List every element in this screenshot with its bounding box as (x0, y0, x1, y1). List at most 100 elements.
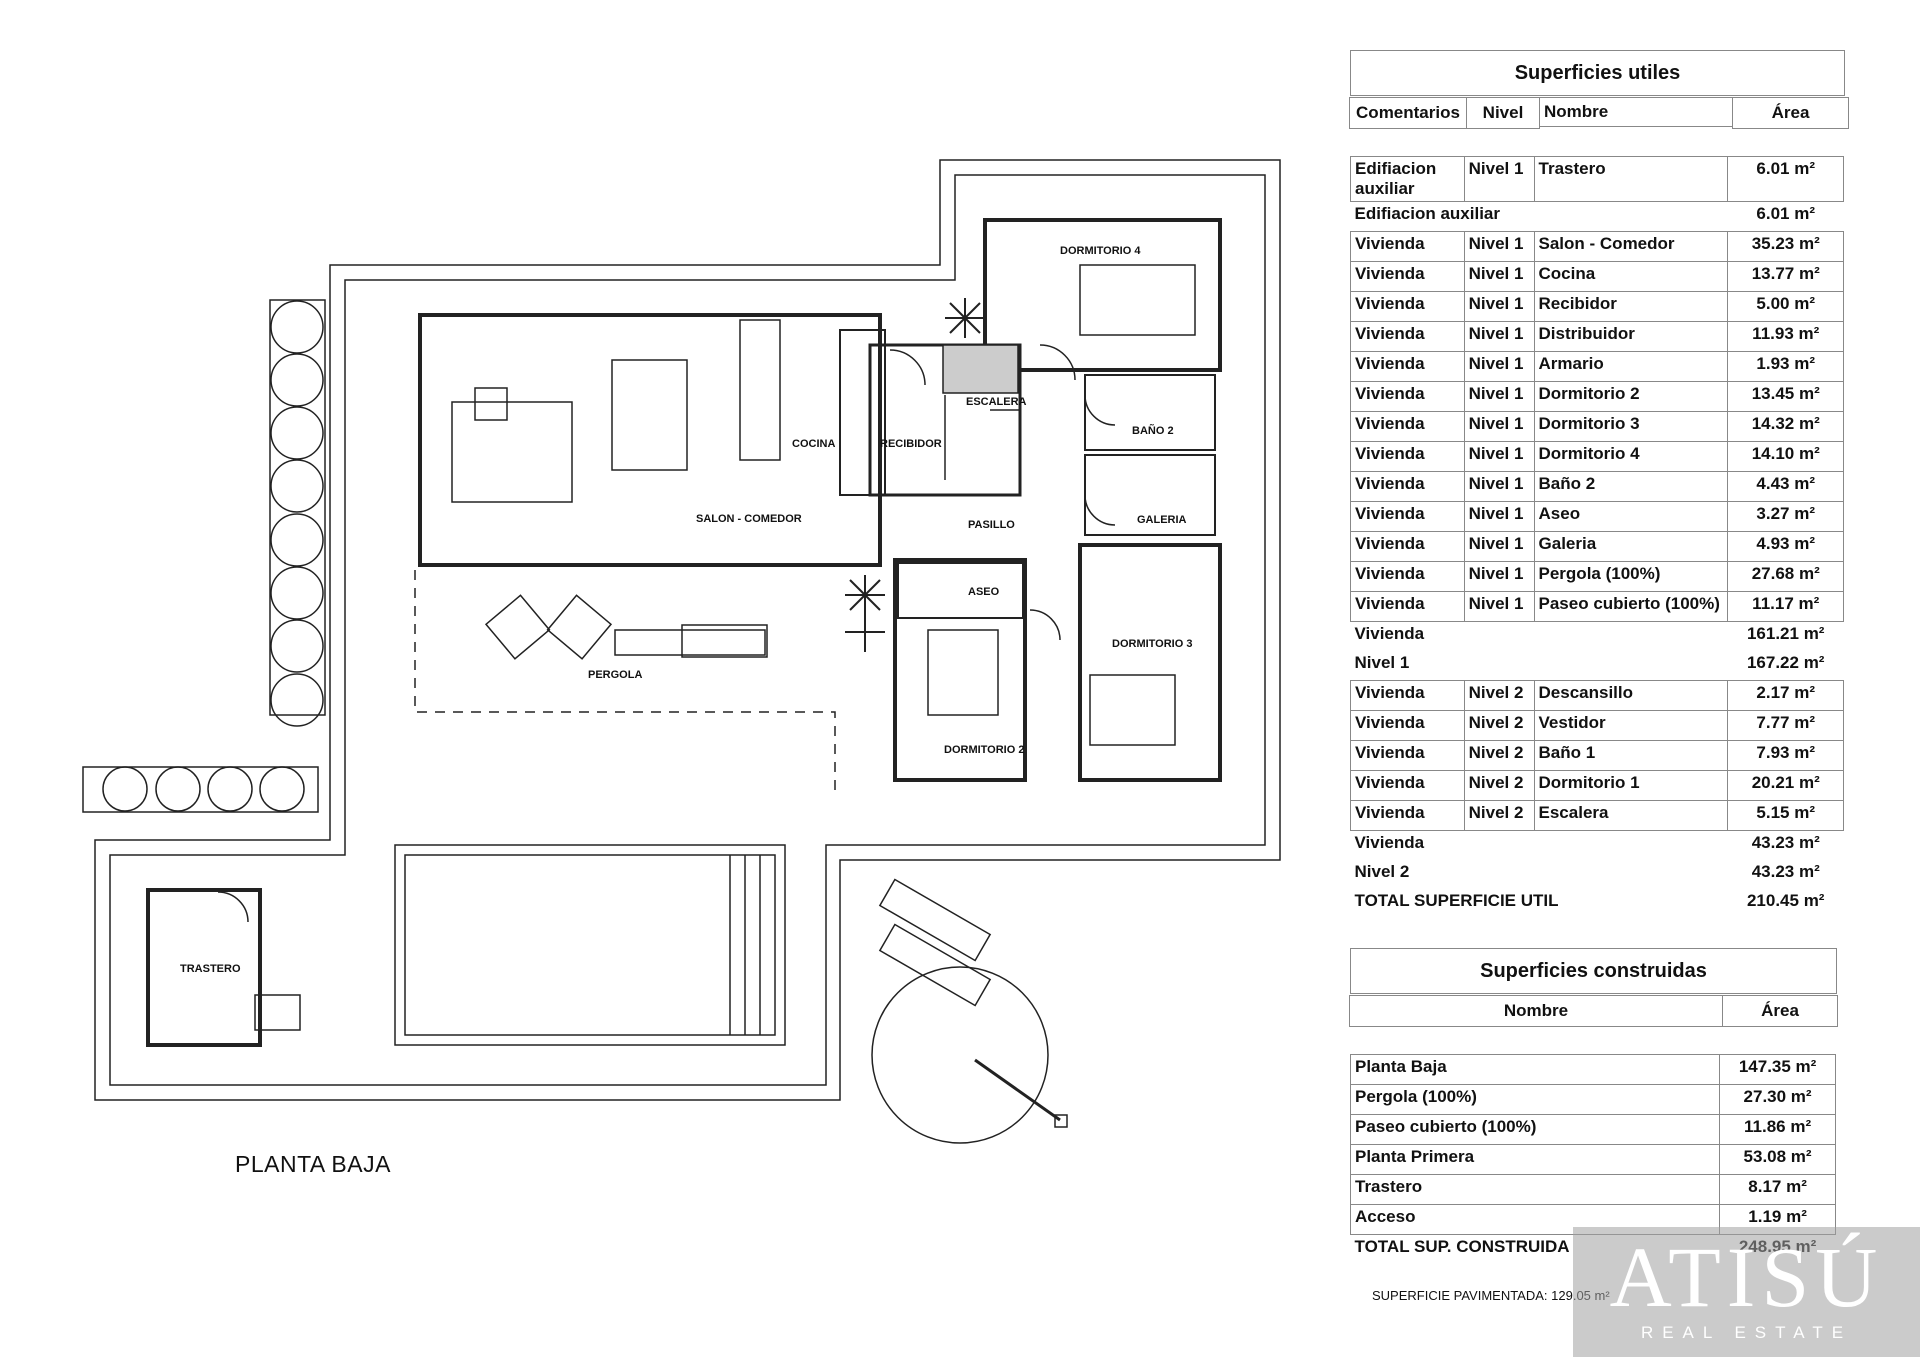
cell-comentario: Vivienda (1350, 291, 1465, 322)
cell-area: 5.15 m² (1727, 800, 1844, 831)
cell-nivel: Nivel 1 (1463, 231, 1535, 262)
cell-area: 27.30 m² (1719, 1084, 1836, 1115)
cell-comentario: Vivienda (1350, 381, 1465, 412)
header-built-area: Área (1722, 995, 1838, 1027)
cell-area: 11.17 m² (1727, 591, 1844, 622)
cell-area: 4.93 m² (1727, 531, 1844, 562)
cell-nombre: TOTAL SUP. CONSTRUIDA (1354, 1237, 1570, 1256)
cell-nivel: Nivel 1 (1463, 501, 1535, 532)
cell-nombre: Armario (1533, 351, 1729, 382)
cell-nombre: Distribuidor (1533, 321, 1729, 352)
room-label-trastero: TRASTERO (180, 963, 241, 975)
cell-area: 35.23 m² (1727, 231, 1844, 262)
cell-area: 2.17 m² (1727, 680, 1844, 711)
useful-areas-title: Superficies utiles (1350, 50, 1845, 96)
table-row: Pergola (100%)27.30 m² (1349, 1084, 1836, 1115)
room-label-cocina: COCINA (792, 438, 835, 450)
subtotal-area: 210.45 m² (1746, 891, 1825, 910)
cell-nombre: Descansillo (1533, 680, 1729, 711)
cell-nivel: Nivel 1 (1463, 441, 1535, 472)
cell-area: 3.27 m² (1727, 501, 1844, 532)
cell-nivel: Nivel 1 (1463, 411, 1535, 442)
cell-nombre: Trastero (1349, 1174, 1721, 1205)
cell-area: 4.43 m² (1727, 471, 1844, 502)
cell-nivel: Nivel 1 (1463, 471, 1535, 502)
cell-comentario: Vivienda (1350, 800, 1465, 831)
header-nombre: Nombre (1539, 97, 1733, 127)
cell-nivel: Nivel 1 (1463, 381, 1535, 412)
subtotal-area: 167.22 m² (1746, 653, 1825, 672)
cell-nivel: Nivel 1 (1463, 561, 1535, 592)
room-label-aseo: ASEO (968, 586, 1000, 598)
room-label-recibidor: RECIBIDOR (880, 438, 942, 450)
cell-comentario: Vivienda (1350, 471, 1465, 502)
cell-nombre: Acceso (1349, 1204, 1721, 1235)
plan-title: PLANTA BAJA (235, 1151, 391, 1177)
cell-comentario: Vivienda (1350, 321, 1465, 352)
cell-nombre: Planta Primera (1349, 1144, 1721, 1175)
cell-area: 7.93 m² (1727, 740, 1844, 771)
cell-area: 11.93 m² (1727, 321, 1844, 352)
subtotal-area: 6.01 m² (1756, 204, 1816, 223)
paved-area-note: SUPERFICIE PAVIMENTADA: 129.05 m² (1372, 1288, 1610, 1303)
room-label-escalera: ESCALERA (966, 396, 1027, 408)
subtotal-area: 161.21 m² (1746, 624, 1825, 643)
subtotal-area: 43.23 m² (1751, 833, 1820, 852)
cell-area: 11.86 m² (1719, 1114, 1836, 1145)
room-label-pasillo: PASILLO (968, 519, 1015, 531)
room-label-galeria: GALERIA (1137, 514, 1187, 526)
room-label-pergola: PERGOLA (588, 669, 642, 681)
cell-area: 1.93 m² (1727, 351, 1844, 382)
cell-nombre: Baño 2 (1533, 471, 1729, 502)
cell-comentario: Vivienda (1350, 710, 1465, 741)
cell-comentario: Vivienda (1350, 561, 1465, 592)
atisu-watermark: ATISÚ REAL ESTATE (1573, 1227, 1920, 1357)
subtotal-label: Nivel 2 (1354, 862, 1410, 881)
cell-nivel: Nivel 1 (1463, 591, 1535, 622)
cell-comentario: Vivienda (1350, 411, 1465, 442)
cell-nivel: Nivel 2 (1463, 740, 1535, 771)
cell-area: 8.17 m² (1719, 1174, 1836, 1205)
cell-nombre: Planta Baja (1349, 1054, 1721, 1085)
cell-comentario: Vivienda (1350, 770, 1465, 801)
useful-areas-header: Comentarios Nivel Nombre Área (1349, 97, 1849, 129)
cell-nombre: Aseo (1533, 501, 1729, 532)
table-row: TOTAL SUPERFICIE UTIL 210.45 m² (1351, 889, 1844, 918)
cell-area: 53.08 m² (1719, 1144, 1836, 1175)
room-label-bano-2: BAÑO 2 (1132, 424, 1174, 437)
subtotal-label: Vivienda (1354, 624, 1425, 643)
cell-area: 13.77 m² (1727, 261, 1844, 292)
cell-area: 147.35 m² (1719, 1054, 1836, 1085)
table-row: Vivienda 161.21 m² (1351, 622, 1844, 652)
cell-nombre: Dormitorio 2 (1533, 381, 1729, 412)
cell-nombre: Trastero (1533, 156, 1729, 202)
cell-nivel: Nivel 1 (1463, 531, 1535, 562)
cell-nombre: Cocina (1533, 261, 1729, 292)
subtotal-label: TOTAL SUPERFICIE UTIL (1354, 891, 1559, 910)
cell-area: 13.45 m² (1727, 381, 1844, 412)
table-row: Vivienda 43.23 m² (1351, 831, 1844, 861)
cell-nivel: Nivel 2 (1463, 680, 1535, 711)
cell-comentario: Vivienda (1350, 531, 1465, 562)
cell-nombre: Pergola (100%) (1349, 1084, 1721, 1115)
built-areas-header: Nombre Área (1349, 995, 1838, 1027)
cell-comentario: Edifiacion auxiliar (1350, 156, 1465, 202)
subtotal-label: Vivienda (1354, 833, 1425, 852)
cell-nivel: Nivel 1 (1463, 261, 1535, 292)
